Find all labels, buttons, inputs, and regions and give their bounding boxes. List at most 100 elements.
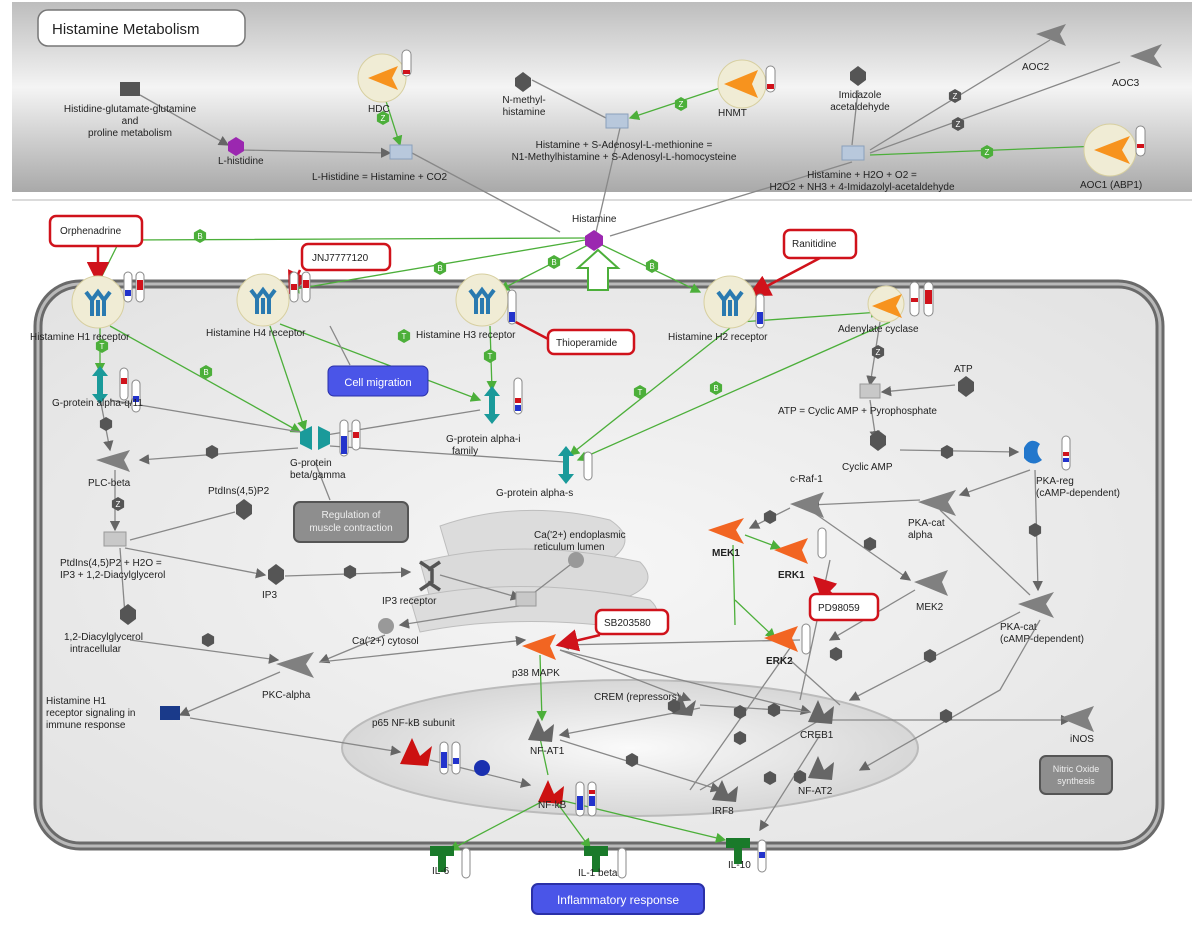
- h2-receptor[interactable]: Histamine H2 receptor: [668, 275, 768, 343]
- dag-compound[interactable]: [120, 604, 136, 625]
- aoc2-enzyme-icon[interactable]: [1036, 24, 1066, 46]
- il-1-beta-icon[interactable]: [584, 846, 608, 872]
- adenylate-cyclase[interactable]: Adenylate cyclase: [838, 285, 919, 335]
- edge-badge: [793, 770, 807, 784]
- plc-beta-icon[interactable]: [96, 450, 130, 472]
- second-messengers: PLC-beta PtdIns(4,5)P2 PtdIns(4,5)P2 + H…: [46, 450, 626, 731]
- drugs: Orphenadrine JNJ7777120 Ranitidine Thiop…: [48, 214, 880, 636]
- c-raf-1-icon[interactable]: [790, 492, 824, 518]
- mek2-label: MEK2: [916, 602, 944, 613]
- gauge: [123, 271, 133, 303]
- il-6-icon[interactable]: [430, 846, 454, 872]
- mek1-icon[interactable]: [708, 518, 744, 544]
- aoc3-label: AOC3: [1112, 78, 1140, 89]
- edge-badge: [1028, 523, 1042, 537]
- atp-compound[interactable]: [958, 376, 974, 397]
- nf-at1-icon[interactable]: [528, 718, 554, 742]
- aoc1-enzyme-icon[interactable]: [1094, 136, 1130, 164]
- pka-cat-icon[interactable]: [1018, 592, 1054, 618]
- h1-immune-link-icon[interactable]: [160, 706, 180, 720]
- pkc-alpha-icon[interactable]: [276, 652, 314, 678]
- edge-badge: [871, 345, 885, 359]
- gauge: [1061, 435, 1071, 471]
- ca-cytosol-compound[interactable]: [378, 618, 394, 634]
- pka-cat-label: PKA-cat(cAMP-dependent): [1000, 622, 1084, 645]
- h4-receptor[interactable]: Histamine H4 receptor: [206, 273, 306, 339]
- il-10-icon[interactable]: [726, 838, 750, 864]
- muscle-contraction-button[interactable]: [293, 501, 409, 543]
- reaction-atp[interactable]: [859, 383, 881, 399]
- histamine-node[interactable]: Histamine: [572, 214, 621, 291]
- hnmt-enzyme-icon[interactable]: [724, 70, 758, 98]
- reaction-aoc[interactable]: [841, 145, 865, 161]
- edge-badge: [99, 417, 113, 431]
- gauge: [289, 271, 299, 303]
- n-methylhistamine-compound[interactable]: [515, 72, 531, 92]
- expression-gauges: [119, 49, 1146, 879]
- ip3-compound[interactable]: [268, 564, 284, 585]
- thioperamide-label: Thioperamide: [556, 338, 618, 349]
- irf8-icon[interactable]: [712, 780, 738, 802]
- nf-at2-icon[interactable]: [808, 756, 834, 780]
- edge-badge: [201, 633, 215, 647]
- creb1-icon[interactable]: [808, 700, 834, 724]
- pka-reg-icon[interactable]: [1024, 440, 1042, 464]
- gauge: [1135, 125, 1146, 157]
- p38-mapk-icon[interactable]: [522, 634, 556, 660]
- nf-kb-icon[interactable]: [538, 780, 564, 804]
- edge-badge: [376, 111, 390, 125]
- h1-receptor[interactable]: Histamine H1 receptor: [30, 275, 130, 343]
- pip2-compound[interactable]: [236, 499, 252, 520]
- pd98059-label: PD98059: [818, 603, 860, 614]
- ip3-receptor-icon[interactable]: [419, 560, 441, 592]
- erk1-icon[interactable]: [774, 538, 808, 564]
- histamine-compound[interactable]: [585, 230, 603, 251]
- ranitidine-box[interactable]: [782, 228, 858, 260]
- sb203580-label: SB203580: [604, 618, 651, 629]
- reaction-ca[interactable]: [515, 591, 537, 607]
- pka-cat-alpha-icon[interactable]: [918, 490, 956, 516]
- hdc-enzyme-icon[interactable]: [368, 66, 398, 90]
- edge-badge-letter: B: [713, 384, 718, 393]
- hdc-label: HDC: [368, 104, 390, 115]
- pd98059-box[interactable]: [808, 592, 880, 622]
- aoc2-label: AOC2: [1022, 62, 1050, 73]
- l-histidine-compound[interactable]: [228, 137, 244, 156]
- edge-badge-letter: Z: [679, 100, 684, 109]
- gauge: [583, 451, 593, 481]
- aoc3-enzyme-icon[interactable]: [1130, 44, 1162, 68]
- erk2-icon[interactable]: [764, 626, 798, 652]
- edge-badge: [633, 385, 647, 399]
- p65-icon[interactable]: [400, 738, 432, 766]
- g-protein-alpha-s[interactable]: G-protein alpha-s: [496, 446, 574, 499]
- reaction-hnmt[interactable]: [605, 113, 629, 129]
- g-protein-alpha-q[interactable]: G-protein alpha-q/11: [52, 366, 143, 409]
- mek1-label: MEK1: [712, 548, 740, 559]
- cyclic-amp-compound[interactable]: [870, 430, 886, 451]
- reaction-hdc[interactable]: [389, 144, 413, 160]
- inos-icon[interactable]: [1060, 706, 1094, 732]
- cell-migration-button[interactable]: [327, 365, 429, 397]
- jnj7777120-box[interactable]: [300, 242, 392, 272]
- histamine-label: Histamine: [572, 214, 617, 225]
- imidazole-compound[interactable]: [850, 66, 866, 86]
- reaction-pip2[interactable]: [103, 531, 127, 547]
- edges: [94, 39, 1121, 851]
- nitric-oxide-button[interactable]: [1039, 755, 1113, 795]
- mek2-icon[interactable]: [914, 570, 948, 596]
- map-link-icon[interactable]: [120, 82, 140, 96]
- orphenadrine-box[interactable]: [48, 214, 144, 248]
- h1-receptor-label: Histamine H1 receptor: [30, 332, 130, 343]
- edge-badge-letter: T: [488, 352, 493, 361]
- h3-receptor[interactable]: Histamine H3 receptor: [416, 273, 516, 341]
- ca-er-compound[interactable]: [568, 552, 584, 568]
- edge-badge-letter: Z: [116, 500, 121, 509]
- inflammatory-response-button[interactable]: [531, 883, 705, 915]
- thioperamide-box[interactable]: [546, 328, 636, 356]
- cr-badge: [474, 760, 490, 776]
- sb203580-box[interactable]: [594, 608, 670, 636]
